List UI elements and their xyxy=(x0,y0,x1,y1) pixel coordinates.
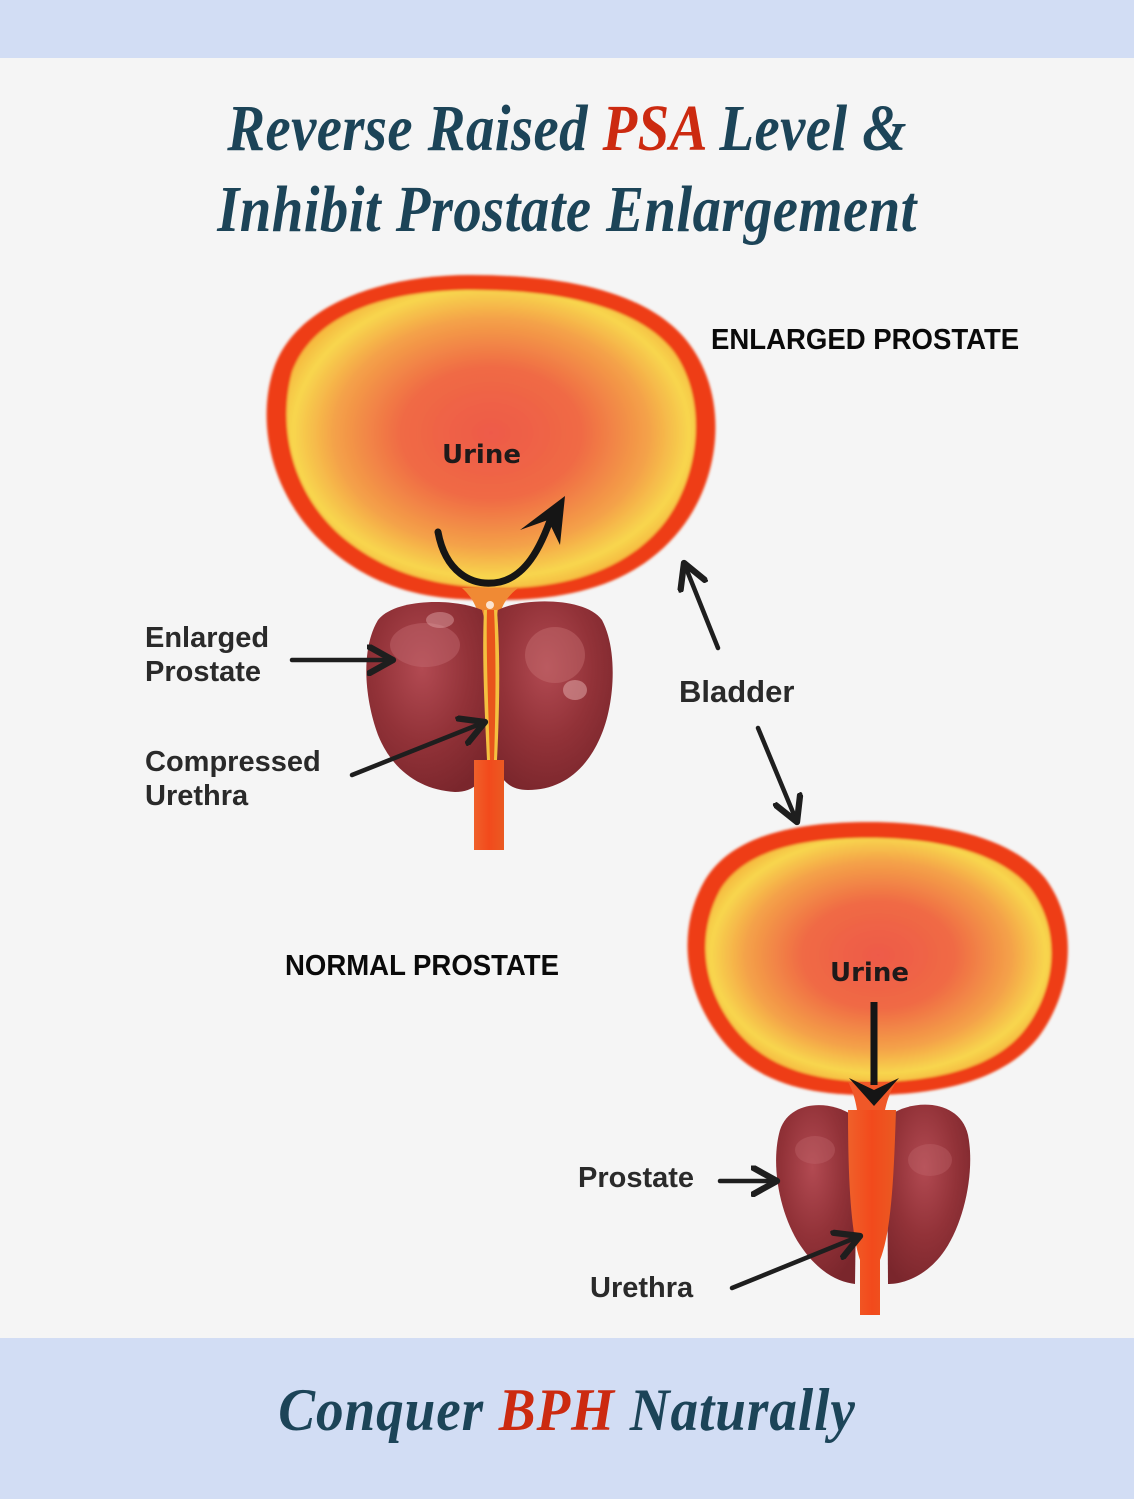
enlarged-prostate-title: ENLARGED PROSTATE xyxy=(711,324,1020,356)
footer-accent-bph: BPH xyxy=(498,1377,616,1443)
pointer-arrows xyxy=(289,563,860,1291)
headline-text: Reverse Raised xyxy=(227,92,603,165)
normal-bladder xyxy=(687,822,1068,1095)
label-line: Urethra xyxy=(145,779,249,812)
normal-urine-label: Urine xyxy=(830,958,909,988)
enlarged-prostate-label: Enlarged Prostate xyxy=(145,622,269,690)
footer-tagline: Conquer BPH Naturally xyxy=(45,1380,1088,1440)
urethra-arrow-icon xyxy=(729,1236,860,1291)
normal-prostate xyxy=(776,1104,971,1315)
bladder-label: Bladder xyxy=(679,674,795,709)
headline-line-2: Inhibit Prostate Enlargement xyxy=(217,173,917,246)
bladder-down-arrow-icon xyxy=(755,725,797,822)
urine-flow-down-arrow-icon xyxy=(849,1002,899,1106)
compressed-urethra-arrow-icon xyxy=(349,722,485,778)
label-line: Compressed xyxy=(145,746,321,778)
normal-prostate-label: Prostate xyxy=(578,1162,695,1194)
headline-accent-psa: PSA xyxy=(602,92,705,165)
bladder-up-arrow-icon xyxy=(684,563,721,651)
footer-text: Naturally xyxy=(615,1377,856,1443)
normal-urethra-label: Urethra xyxy=(590,1272,694,1304)
top-banner xyxy=(0,0,1134,58)
enlarged-bladder xyxy=(266,275,716,600)
bottom-banner xyxy=(0,1338,1134,1499)
enlarged-prostate xyxy=(366,601,613,850)
headline-line-1: Reverse Raised PSA Level & xyxy=(79,96,1054,162)
enlarged-urine-label: Urine xyxy=(442,440,521,470)
label-line: Enlarged xyxy=(145,622,270,654)
footer-text: Conquer xyxy=(278,1377,499,1443)
label-line: Prostate xyxy=(145,655,262,688)
compressed-urethra-label: Compressed Urethra xyxy=(145,746,321,814)
urine-backflow-arrow-icon xyxy=(434,496,565,587)
normal-prostate-title: NORMAL PROSTATE xyxy=(285,950,559,982)
headline-text: Level & xyxy=(704,92,907,165)
